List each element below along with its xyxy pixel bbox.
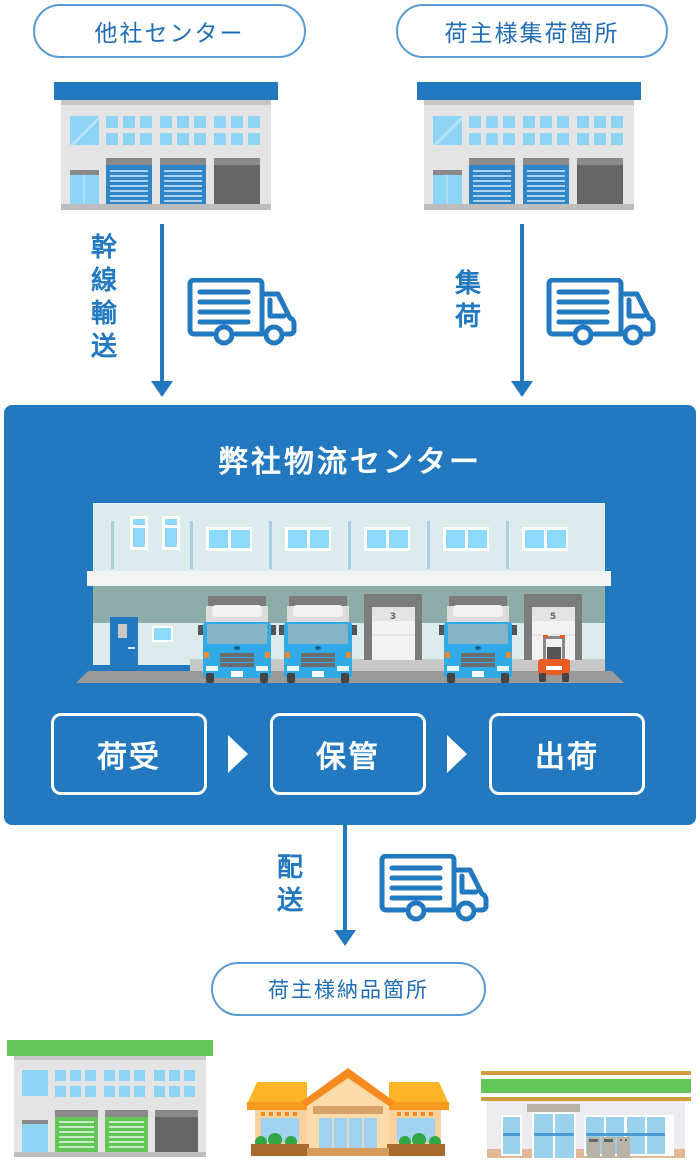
step-shipping: 出荷 xyxy=(489,713,645,795)
pickup-arrow-head xyxy=(511,381,533,397)
truck-icon xyxy=(187,278,297,346)
step-shipping-label: 出荷 xyxy=(535,740,599,775)
step-storage-label: 保管 xyxy=(316,740,380,775)
pickup-label: 集 荷 xyxy=(454,269,481,332)
step-receiving: 荷受 xyxy=(51,713,207,795)
pickup-arrow-line xyxy=(520,224,524,384)
dock-number-5: 5 xyxy=(550,612,556,622)
delivery-label: 配 送 xyxy=(276,853,303,916)
step-receiving-label: 荷受 xyxy=(97,740,161,775)
truck-icon xyxy=(379,854,489,922)
dock-number-3: 3 xyxy=(390,612,396,622)
green-warehouse-building-icon xyxy=(7,1040,213,1157)
trunk-transport-label: 幹 線 輸 送 xyxy=(90,233,117,362)
shipper-pickup-text: 荷主様集荷箇所 xyxy=(444,21,620,47)
warehouse-building-icon xyxy=(54,82,278,210)
shipper-building-icon xyxy=(417,82,641,210)
node-shipper-delivery-label: 荷主様納品箇所 xyxy=(211,962,486,1016)
shipper-delivery-text: 荷主様納品箇所 xyxy=(268,978,429,1002)
truck-icon xyxy=(546,278,656,346)
node-shipper-pickup-label: 荷主様集荷箇所 xyxy=(396,4,668,58)
delivery-arrow-line xyxy=(343,825,347,933)
center-title: 弊社物流センター xyxy=(218,445,482,480)
trunk-transport-arrow-head xyxy=(151,381,173,397)
step-arrow-icon xyxy=(228,735,248,773)
delivery-arrow-head xyxy=(334,930,356,946)
shop-building-icon xyxy=(247,1068,449,1156)
other-center-text: 他社センター xyxy=(94,21,245,47)
step-storage: 保管 xyxy=(270,713,426,795)
step-arrow-icon xyxy=(447,735,467,773)
node-other-center-label: 他社センター xyxy=(33,4,306,58)
our-logistics-center: 弊社物流センター xyxy=(4,405,696,825)
logistics-warehouse-illustration: 3 5 xyxy=(76,503,624,683)
trunk-transport-arrow-line xyxy=(160,224,164,384)
convenience-store-icon xyxy=(481,1071,691,1158)
